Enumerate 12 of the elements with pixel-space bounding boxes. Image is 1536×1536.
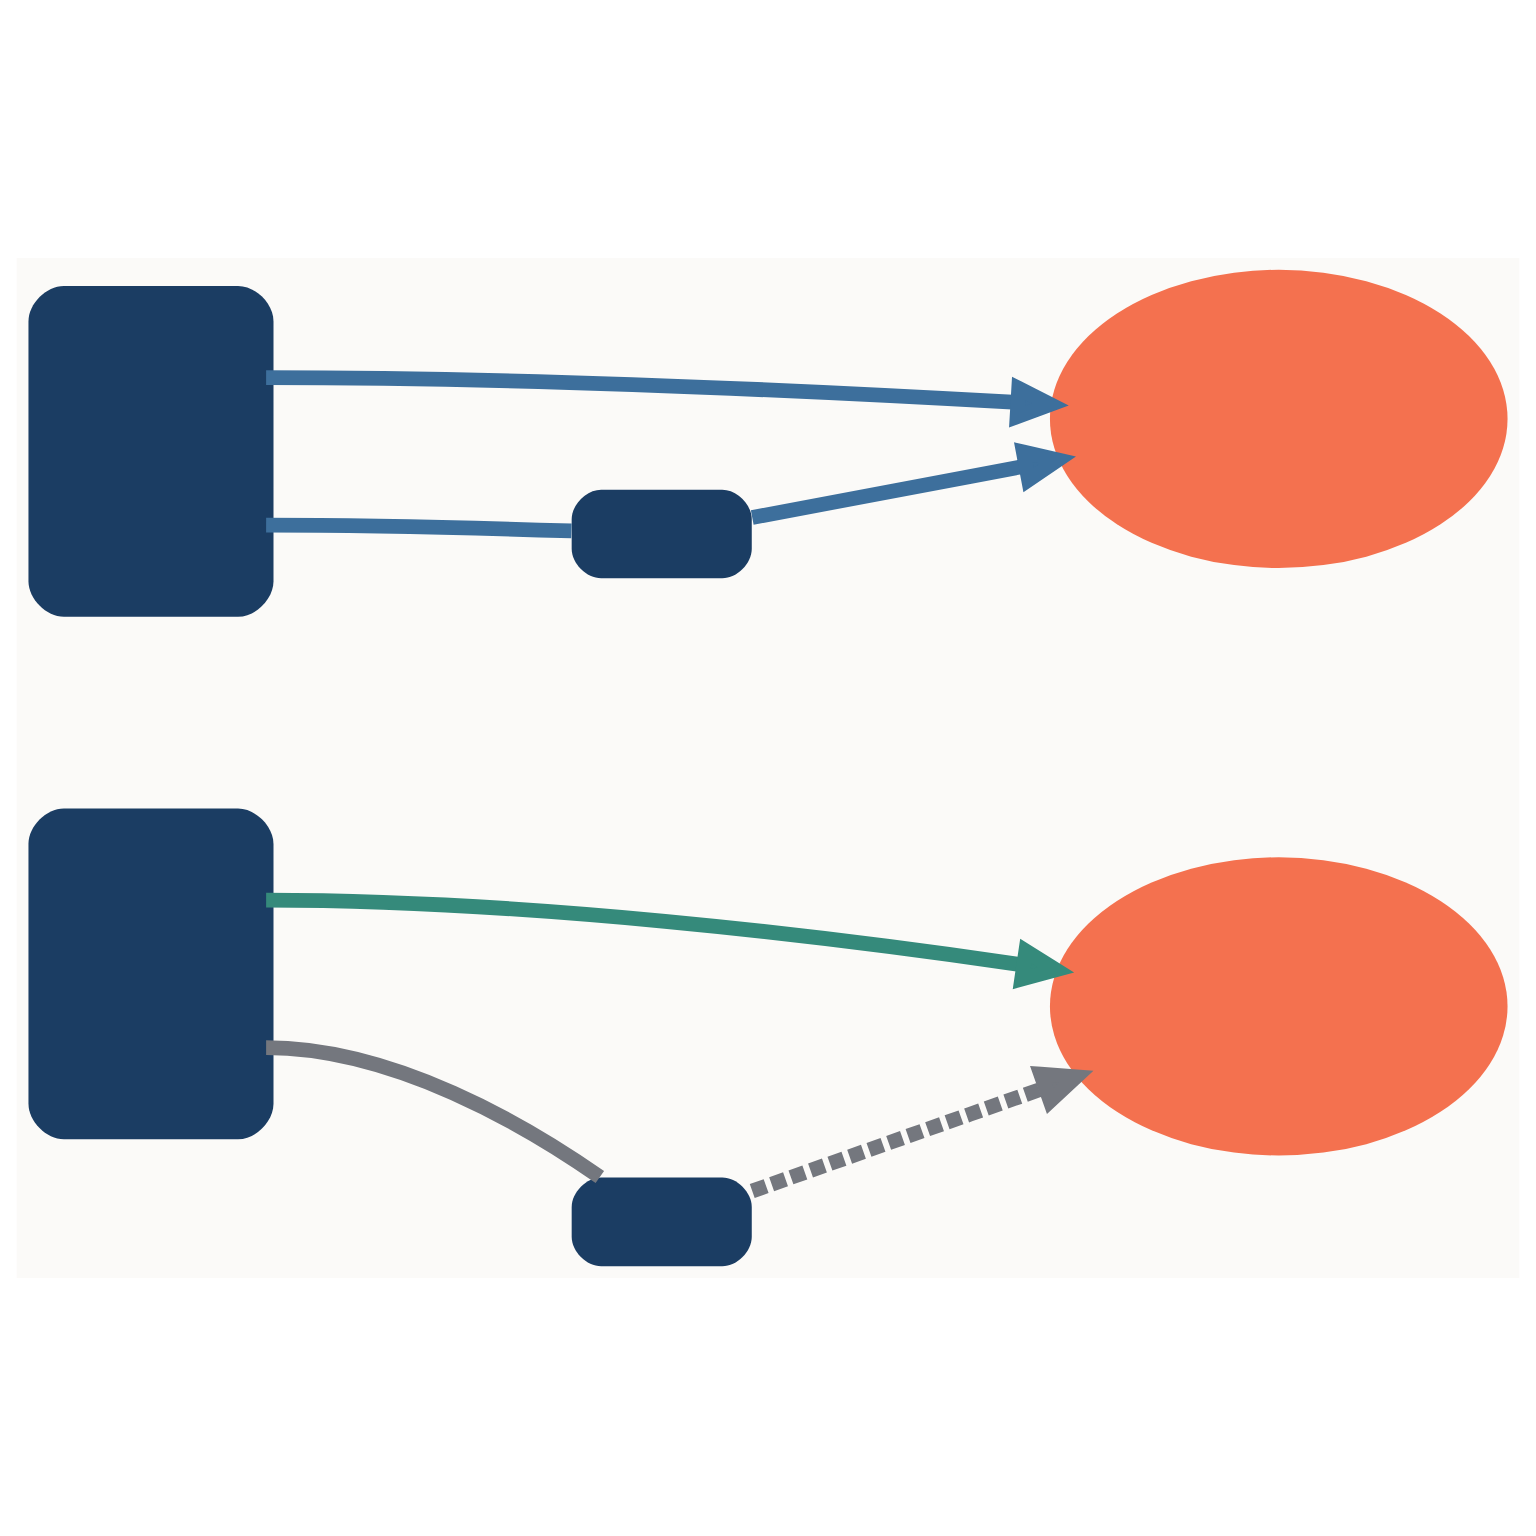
arrow [266, 370, 1069, 428]
node-box [571, 489, 752, 579]
arrow [749, 1066, 1094, 1198]
node-box [28, 808, 274, 1140]
connector [265, 1040, 604, 1184]
node-cloud [1049, 269, 1508, 568]
arrow [750, 442, 1076, 525]
node-box [571, 1177, 752, 1267]
connector [266, 517, 572, 539]
node-cloud [1049, 857, 1508, 1156]
node-box [28, 286, 274, 617]
arrow [266, 892, 1075, 990]
